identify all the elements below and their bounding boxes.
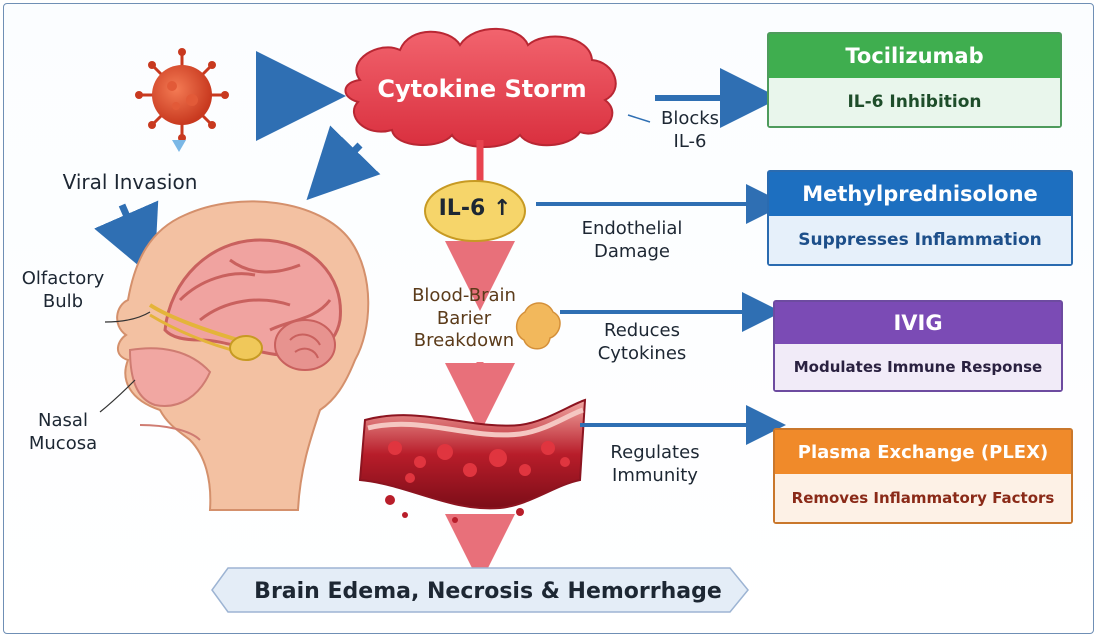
il6-label: IL-6 ↑ [425, 196, 525, 221]
outcome-label: Brain Edema, Necrosis & Hemorrhage [254, 579, 722, 604]
treatment-action: Removes Inflammatory Factors [775, 474, 1071, 522]
endothelial-damage-label: Endothelial Damage [581, 218, 683, 262]
treatment-name: IVIG [775, 302, 1061, 345]
nasal-leader-line [99, 379, 136, 413]
treatment-plex: Plasma Exchange (PLEX) Removes Inflammat… [773, 428, 1073, 524]
blood-vessel-illustration [358, 398, 587, 523]
treatment-action: IL-6 Inhibition [769, 78, 1060, 126]
olfactory-leader-line [104, 311, 151, 323]
treatment-ivig: IVIG Modulates Immune Response [773, 300, 1063, 392]
treatment-name: Tocilizumab [769, 34, 1060, 79]
virus-icon [135, 48, 229, 142]
head-illustration [116, 200, 370, 511]
virus-down-arrow [172, 140, 186, 152]
cytokine-storm-label: Cytokine Storm [377, 75, 587, 103]
viral-invasion-label: Viral Invasion [62, 170, 198, 194]
olfactory-bulb-label: Olfactory Bulb [21, 268, 105, 312]
regulates-immunity-label: Regulates Immunity [610, 442, 700, 486]
invasion-to-brain-arrow [94, 200, 159, 279]
bbb-cell-icon [515, 302, 561, 350]
bbb-label: Blood-Brain Barier Breakdown [412, 285, 516, 351]
storm-to-head-arrow [306, 125, 381, 201]
treatment-name: Methylprednisolone [769, 172, 1071, 217]
reduces-cytokines-label: Reduces Cytokines [597, 320, 687, 364]
il6-increase-icon: ↑ [492, 196, 512, 221]
il6-node [424, 180, 526, 242]
treatment-name: Plasma Exchange (PLEX) [775, 430, 1071, 475]
treatment-action: Modulates Immune Response [775, 344, 1061, 390]
blocks-leader-line [627, 114, 651, 123]
treatment-tocilizumab: Tocilizumab IL-6 Inhibition [767, 32, 1062, 128]
blocks-il6-label: Blocks IL-6 [660, 108, 720, 152]
il6-text: IL-6 [438, 196, 486, 221]
cytokine-storm-cloud [344, 27, 617, 148]
treatment-action: Suppresses Inflammation [769, 216, 1071, 264]
treatment-methylprednisolone: Methylprednisolone Suppresses Inflammati… [767, 170, 1073, 266]
nasal-mucosa-label: Nasal Mucosa [28, 410, 98, 454]
outcome-banner [211, 567, 749, 613]
